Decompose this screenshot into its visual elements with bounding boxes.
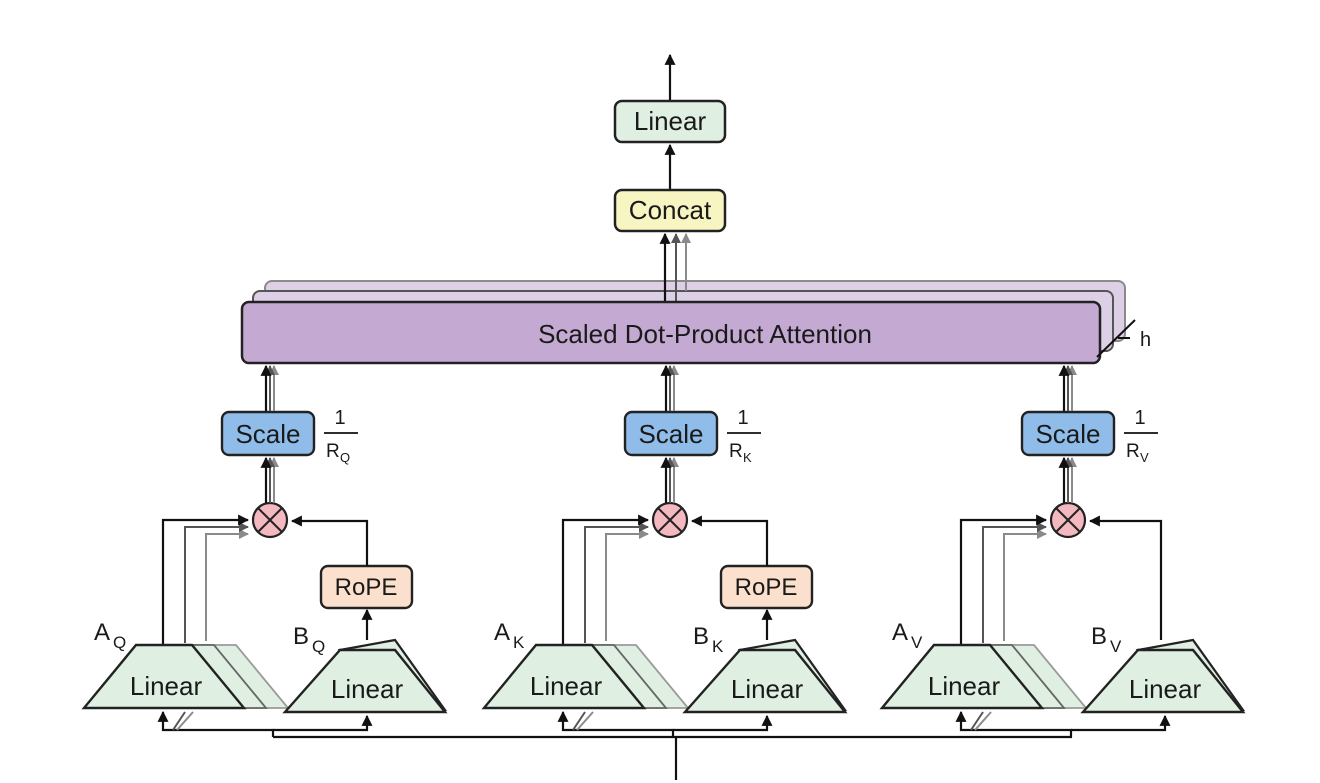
input-to-linear-a (557, 710, 675, 737)
linear-b-label: Linear (1129, 674, 1202, 704)
b-label: B (293, 623, 309, 650)
multiply-cross-2 (657, 507, 683, 533)
linear-a-box (81, 643, 247, 710)
heads-label: h (1140, 329, 1151, 351)
input-to-linear-a-shadow-2 (176, 711, 194, 731)
scale-label: Scale (638, 419, 703, 449)
linear-b-box (282, 648, 448, 714)
input-to-linear-b (273, 714, 373, 732)
scale-label: Scale (1035, 419, 1100, 449)
linear-b-label: Linear (331, 674, 404, 704)
b-label: B (1091, 623, 1107, 650)
heads-slash (1096, 319, 1136, 358)
rope-to-multiply-line (690, 515, 769, 566)
output-linear-label: Linear (634, 106, 707, 136)
input-to-linear-a (157, 710, 275, 737)
a-to-multiply-line-2 (982, 522, 1047, 643)
a-to-multiply-line-3 (205, 529, 249, 641)
b-to-multiply-line (1088, 515, 1163, 640)
fraction-denominator-subscript: V (1140, 450, 1149, 465)
a-label: A (892, 619, 908, 646)
fraction-denominator: R (1126, 441, 1140, 462)
b-label-subscript: K (712, 637, 724, 656)
b-label: B (693, 623, 709, 650)
a-to-multiply-line-3 (605, 529, 649, 641)
input-to-linear-a-shadow-1 (970, 711, 984, 731)
a-label: A (494, 619, 510, 646)
scale-box (220, 410, 316, 457)
rope-to-multiply-line (290, 515, 369, 566)
linear-a-box (879, 643, 1045, 710)
a-to-multiply-line-1 (161, 514, 250, 645)
scale-label: Scale (235, 419, 300, 449)
attention-label: Scaled Dot-Product Attention (538, 319, 872, 349)
fraction-numerator: 1 (334, 407, 345, 429)
linear-a-label: Linear (530, 671, 603, 701)
linear-b-box (682, 648, 848, 714)
fraction-numerator: 1 (1134, 407, 1145, 429)
rope-label: RoPE (335, 574, 398, 601)
attention-box (240, 300, 1102, 365)
a-to-multiply-line-3 (1003, 529, 1047, 641)
input-to-linear-a-shadow-2 (974, 711, 992, 731)
a-label-subscript: V (911, 633, 923, 652)
a-label-subscript: Q (113, 633, 126, 652)
fraction-numerator: 1 (737, 407, 748, 429)
input-to-linear-a-shadow-2 (576, 711, 594, 731)
input-to-linear-b (1071, 714, 1171, 732)
concat-box (613, 188, 727, 233)
input-to-linear-a-shadow-1 (572, 711, 586, 731)
input-to-linear-b (673, 714, 773, 732)
linear-a-box (481, 643, 647, 710)
a-to-multiply-line-2 (584, 522, 649, 643)
scale-box (623, 410, 719, 457)
a-to-multiply-line-1 (561, 514, 650, 645)
input-to-linear-a-shadow-1 (172, 711, 186, 731)
a-label: A (94, 619, 110, 646)
output-linear-box (613, 99, 727, 144)
input-to-linear-a (955, 710, 1073, 737)
fraction-denominator: R (326, 441, 340, 462)
concat-label: Concat (629, 195, 712, 225)
fraction-denominator-subscript: K (743, 450, 752, 465)
b-label-subscript: Q (312, 637, 325, 656)
fraction-denominator: R (729, 441, 743, 462)
b-label-subscript: V (1110, 637, 1122, 656)
a-to-multiply-line-1 (959, 514, 1048, 645)
linear-b-box (1080, 648, 1246, 714)
rope-label: RoPE (735, 574, 798, 601)
linear-b-label: Linear (731, 674, 804, 704)
fraction-denominator-subscript: Q (340, 450, 350, 465)
linear-a-label: Linear (130, 671, 203, 701)
a-label-subscript: K (513, 633, 525, 652)
multiply-cross-2 (257, 507, 283, 533)
multiply-cross-2 (1055, 507, 1081, 533)
linear-a-label: Linear (928, 671, 1001, 701)
a-to-multiply-line-2 (184, 522, 249, 643)
scale-box (1020, 410, 1116, 457)
